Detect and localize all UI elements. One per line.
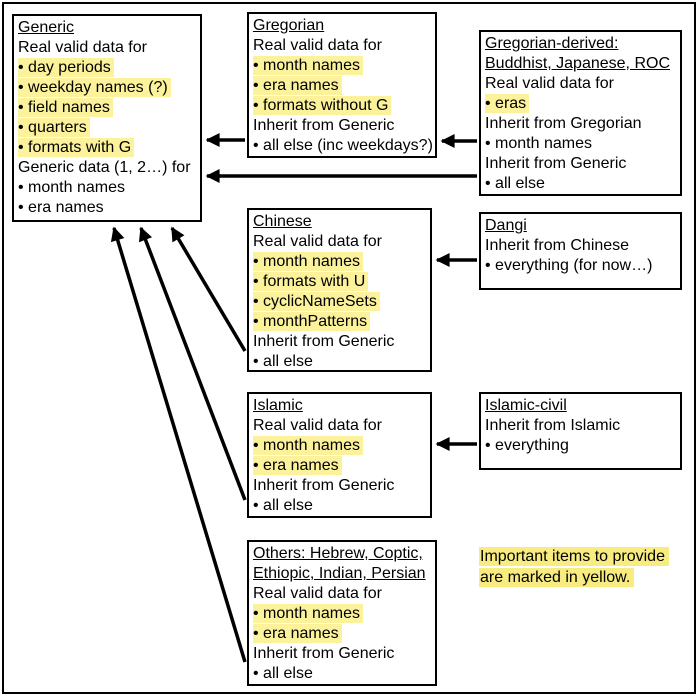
box-line: Inherit from Generic (485, 155, 627, 172)
box-generic-title: Generic (18, 18, 196, 38)
legend-note-line: Important items to provide (479, 546, 669, 567)
box-line: • cyclicNameSets (253, 292, 426, 312)
box-line: Real valid data for (18, 39, 147, 56)
box-islamic: Islamic Real valid data for • month name… (247, 392, 432, 518)
box-title-text: Islamic-civil (485, 397, 567, 414)
box-line: • era names (18, 199, 104, 216)
box-gregorian-title: Gregorian (253, 16, 431, 36)
box-chinese-title: Chinese (253, 212, 426, 232)
box-line: • all else (inc weekdays?) (253, 137, 433, 154)
box-line: • weekday names (?) (18, 78, 196, 98)
box-others-title: Others: Hebrew, Coptic, (253, 544, 431, 564)
legend-note: Important items to provide are marked in… (479, 546, 669, 588)
box-title-text: Islamic (253, 397, 303, 414)
box-title-text: Others: Hebrew, Coptic, (253, 545, 423, 562)
box-islamic-title: Islamic (253, 396, 426, 416)
box-line: • all else (253, 497, 313, 514)
box-gregorian: Gregorian Real valid data for • month na… (247, 12, 437, 158)
box-title-text: Buddhist, Japanese, ROC (485, 55, 670, 72)
box-line: Inherit from Islamic (485, 417, 621, 434)
box-title-text: Gregorian (253, 17, 325, 34)
box-title-text: Dangi (485, 217, 527, 234)
box-line: • all else (253, 353, 313, 370)
box-islamic-civil: Islamic-civil Inherit from Islamic • eve… (479, 392, 682, 470)
box-title-text: Gregorian-derived: (485, 35, 619, 52)
box-line: • month names (253, 56, 431, 76)
box-line: • all else (253, 665, 313, 682)
box-line: • quarters (18, 118, 196, 138)
box-line: Real valid data for (253, 417, 382, 434)
box-others: Others: Hebrew, Coptic, Ethiopic, Indian… (247, 540, 437, 686)
box-line: • month names (253, 436, 426, 456)
box-line: Inherit from Generic (253, 645, 395, 662)
box-line: • era names (253, 456, 426, 476)
box-title-text: Generic (18, 19, 75, 36)
box-gregorian-derived-title: Buddhist, Japanese, ROC (485, 54, 676, 74)
box-line: Real valid data for (253, 233, 382, 250)
box-generic: Generic Real valid data for • day period… (12, 14, 202, 222)
box-line: • monthPatterns (253, 312, 426, 332)
box-line: • month names (253, 604, 431, 624)
box-chinese: Chinese Real valid data for • month name… (247, 208, 432, 372)
box-line: • formats with U (253, 272, 426, 292)
box-line: • everything (485, 437, 569, 454)
box-title-text: Chinese (253, 213, 312, 230)
box-line: Inherit from Gregorian (485, 115, 642, 132)
box-line: Inherit from Generic (253, 477, 395, 494)
box-line: • formats without G (253, 96, 431, 116)
legend-note-line: are marked in yellow. (479, 567, 669, 588)
box-line: • month names (18, 179, 125, 196)
box-line: • field names (18, 98, 196, 118)
box-gregorian-derived-title: Gregorian-derived: (485, 34, 676, 54)
box-line: Real valid data for (253, 37, 382, 54)
box-line: Inherit from Generic (253, 333, 395, 350)
box-line: • day periods (18, 58, 196, 78)
box-dangi-title: Dangi (485, 216, 676, 236)
box-line: • eras (485, 94, 676, 114)
box-islamic-civil-title: Islamic-civil (485, 396, 676, 416)
box-line: Generic data (1, 2…) for (18, 159, 191, 176)
box-dangi: Dangi Inherit from Chinese • everything … (479, 212, 682, 290)
box-title-text: Ethiopic, Indian, Persian (253, 565, 426, 582)
box-line: • month names (253, 252, 426, 272)
box-line: Real valid data for (253, 585, 382, 602)
box-others-title: Ethiopic, Indian, Persian (253, 564, 431, 584)
box-gregorian-derived: Gregorian-derived: Buddhist, Japanese, R… (479, 30, 682, 196)
box-line: • month names (485, 135, 592, 152)
box-line: Inherit from Chinese (485, 237, 630, 254)
box-line: Inherit from Generic (253, 117, 395, 134)
box-line: • formats with G (18, 138, 196, 158)
box-line: • era names (253, 624, 431, 644)
box-line: • era names (253, 76, 431, 96)
box-line: Real valid data for (485, 75, 614, 92)
box-line: • all else (485, 175, 545, 192)
box-line: • everything (for now…) (485, 257, 653, 274)
